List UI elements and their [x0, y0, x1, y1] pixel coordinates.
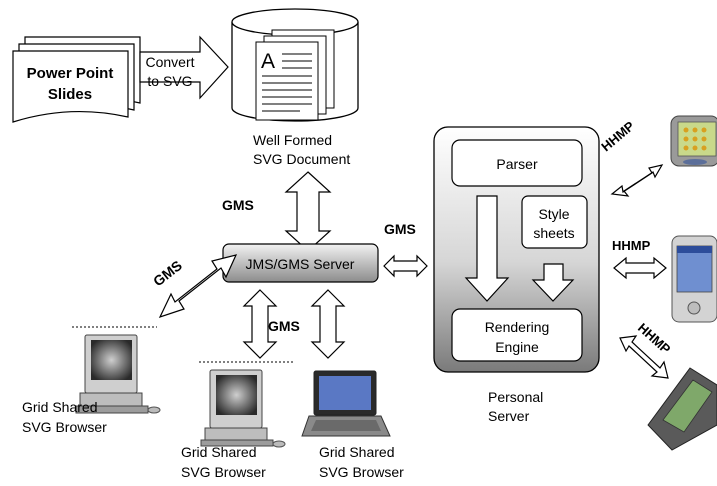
middle-browser-computer: [199, 361, 294, 448]
document-letter: A: [261, 50, 275, 73]
convert-arrow: Convert to SVG: [139, 35, 229, 100]
engine-label-line1: Rendering: [485, 319, 550, 335]
style-label-line2: sheets: [533, 225, 574, 241]
gms-arrow-server-middle-browser: [242, 289, 278, 359]
parser-to-engine-arrow: [464, 195, 510, 302]
gms-label-personal: GMS: [384, 221, 416, 237]
document-label-line2: SVG Document: [253, 151, 350, 167]
left-browser-label-line2: SVG Browser: [22, 419, 107, 435]
middle-browser-label-line1: Grid Shared: [181, 444, 256, 460]
document-text-lines: [262, 53, 312, 112]
hhmp-label-pda: HHMP: [612, 238, 651, 253]
gms-arrow-server-laptop: [310, 289, 346, 359]
document-label-line1: Well Formed: [253, 132, 332, 148]
style-to-engine-arrow: [531, 263, 575, 302]
convert-label-line1: Convert: [145, 54, 194, 70]
laptop-browser-label-line2: SVG Browser: [319, 464, 404, 480]
jms-gms-server: JMS/GMS Server: [222, 243, 379, 283]
mobile-phone-device-image: [647, 367, 717, 451]
laptop-browser-label-line1: Grid Shared: [319, 444, 394, 460]
svg-document-repository: A Well Formed SVG Document: [231, 8, 359, 167]
slides-label-line2: Slides: [48, 86, 92, 103]
gms-arrow-server-left-browser: [158, 254, 238, 319]
server-label: JMS/GMS Server: [246, 256, 355, 272]
personal-server-caption-line2: Server: [488, 408, 530, 424]
parser-label: Parser: [496, 156, 538, 172]
pocket-pc-device-image: [671, 235, 717, 323]
power-point-slides: Power Point Slides: [12, 36, 141, 123]
personal-server: Parser Style sheets Rendering Engine: [433, 126, 600, 373]
left-browser-computer: [72, 326, 161, 414]
personal-server-caption-line1: Personal: [488, 389, 543, 405]
left-browser-label-line1: Grid Shared: [22, 399, 97, 415]
gms-label-document: GMS: [222, 197, 254, 213]
gms-label-bottom: GMS: [268, 318, 300, 334]
middle-browser-label-line2: SVG Browser: [181, 464, 266, 480]
laptop-browser: [301, 370, 391, 437]
gms-label-left: GMS: [150, 257, 185, 289]
hhmp-arrow-pda: [613, 256, 667, 280]
hhmp-arrow-palm: [610, 164, 664, 197]
rendering-engine-box: [451, 308, 583, 362]
engine-label-line2: Engine: [495, 339, 539, 355]
gms-arrow-server-personal: [383, 254, 428, 278]
style-label-line1: Style: [538, 206, 569, 222]
style-sheets-box: [521, 195, 588, 249]
hhmp-label-palm: HHMP: [598, 118, 637, 154]
slides-label-line1: Power Point: [27, 65, 114, 82]
convert-label-line2: to SVG: [147, 73, 192, 89]
palm-device-image: [670, 115, 717, 167]
gms-arrow-document-server: [284, 171, 332, 252]
hhmp-arrow-phone: [619, 335, 669, 379]
